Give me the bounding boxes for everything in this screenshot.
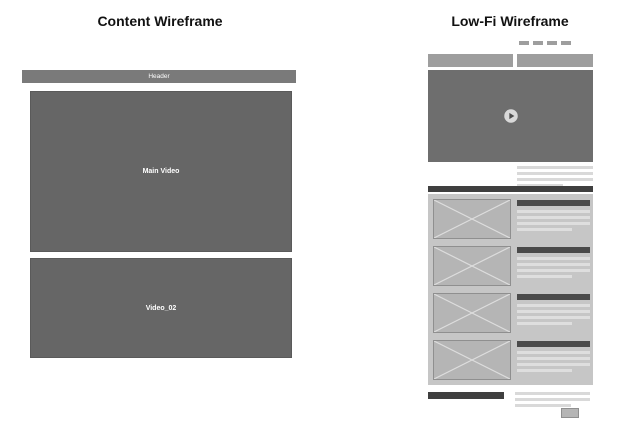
row-text-skeleton [517, 294, 590, 325]
lowfi-wireframe-title: Low-Fi Wireframe [451, 13, 569, 29]
main-video-block: Main Video [30, 91, 292, 252]
image-placeholder [433, 199, 511, 239]
nav-menu-skeleton [519, 41, 571, 45]
content-row [433, 246, 590, 286]
nav-dash [519, 41, 529, 45]
x-icon [434, 200, 510, 238]
text-line [517, 316, 590, 319]
logo-block [428, 54, 513, 67]
footer-box [561, 408, 579, 418]
content-row [433, 293, 590, 333]
text-line [517, 275, 572, 278]
text-line [517, 351, 590, 354]
text-line [515, 398, 590, 401]
image-placeholder [433, 340, 511, 380]
x-icon [434, 294, 510, 332]
content-panel [428, 194, 593, 385]
divider-bar [428, 186, 593, 192]
text-line [517, 263, 590, 266]
header-bar-label: Header [148, 73, 170, 80]
text-line [517, 178, 593, 181]
header-block [517, 54, 593, 67]
row-text-skeleton [517, 341, 590, 372]
heading-bar [517, 247, 590, 253]
text-line [517, 210, 590, 213]
text-line [517, 310, 590, 313]
row-text-skeleton [517, 200, 590, 231]
text-line [517, 184, 563, 187]
text-line [517, 228, 572, 231]
x-icon [434, 247, 510, 285]
text-line [517, 357, 590, 360]
nav-dash [533, 41, 543, 45]
video-player-block [428, 70, 593, 162]
heading-bar [517, 200, 590, 206]
text-line [517, 322, 572, 325]
footer-text-skeleton [515, 392, 590, 407]
content-row [433, 340, 590, 380]
text-line [517, 166, 593, 169]
text-line [517, 363, 590, 366]
x-icon [434, 341, 510, 379]
nav-dash [561, 41, 571, 45]
row-text-skeleton [517, 247, 590, 278]
text-line [517, 172, 593, 175]
video-02-label: Video_02 [145, 304, 177, 312]
text-line [515, 404, 572, 407]
text-line [517, 216, 590, 219]
nav-dash [547, 41, 557, 45]
heading-bar [517, 341, 590, 347]
image-placeholder [433, 293, 511, 333]
text-line [517, 269, 590, 272]
content-wireframe-title: Content Wireframe [97, 13, 223, 29]
text-line [517, 304, 590, 307]
heading-bar [517, 294, 590, 300]
text-line [517, 369, 572, 372]
image-placeholder [433, 246, 511, 286]
play-icon [503, 109, 518, 123]
text-line [517, 222, 590, 225]
text-line [517, 257, 590, 260]
video-02-block: Video_02 [30, 258, 292, 358]
text-line [515, 392, 590, 395]
video-caption-skeleton [517, 166, 593, 187]
header-bar: Header [22, 70, 296, 83]
main-video-label: Main Video [142, 168, 180, 175]
content-row [433, 199, 590, 239]
footer-bar [428, 392, 504, 399]
